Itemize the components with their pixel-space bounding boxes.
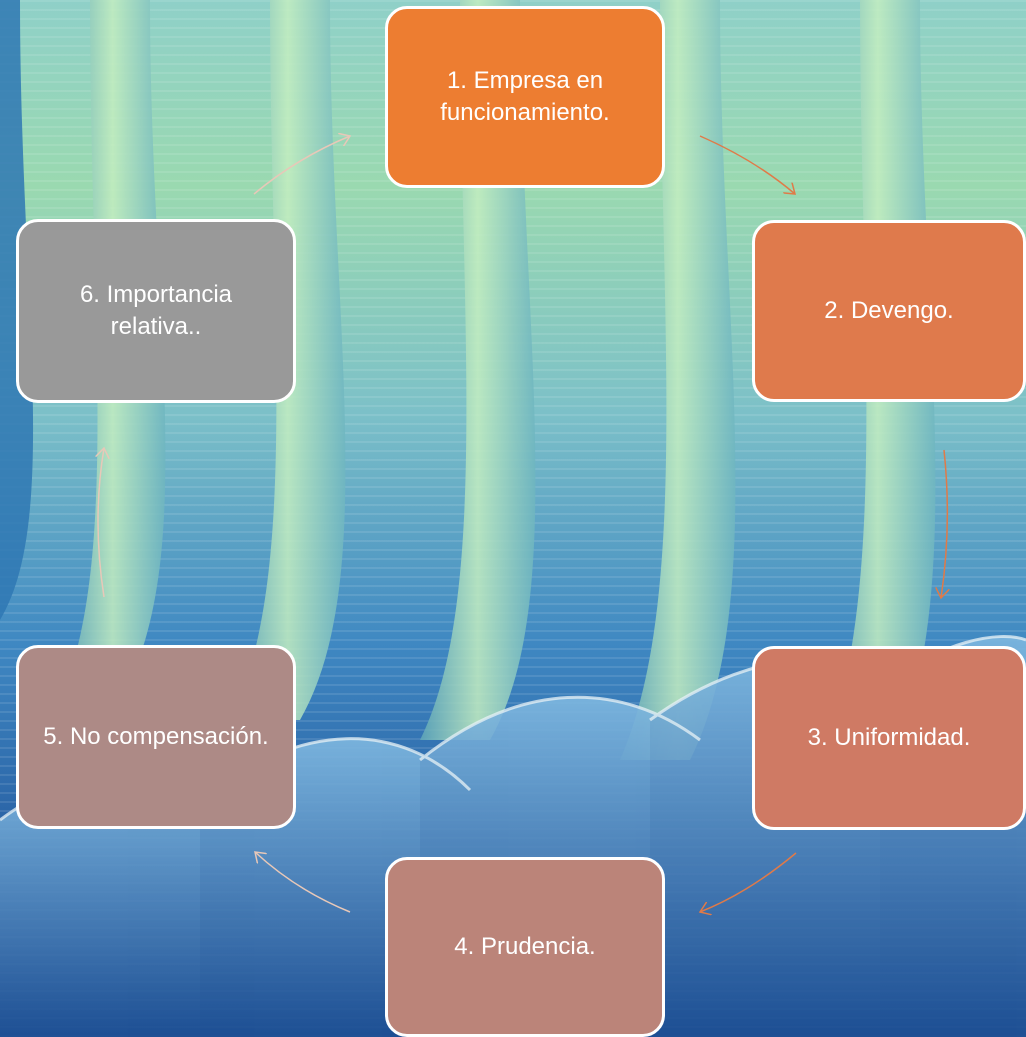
cycle-node-prudencia: 4. Prudencia. xyxy=(385,857,665,1037)
node-label: 1. Empresa en funcionamiento. xyxy=(440,67,610,126)
cycle-node-importancia-relativa: 6. Importancia relativa.. xyxy=(16,219,296,403)
node-label: 3. Uniformidad. xyxy=(807,724,971,751)
node-label: 5. No compensación. xyxy=(43,723,269,750)
cycle-node-uniformidad: 3. Uniformidad. xyxy=(752,646,1026,830)
node-label: 2. Devengo. xyxy=(824,297,954,324)
cycle-node-no-compensacion: 5. No compensación. xyxy=(16,645,296,829)
cycle-node-empresa-en-funcionamiento: 1. Empresa en funcionamiento. xyxy=(385,6,665,188)
node-label: 6. Importancia relativa.. xyxy=(79,281,233,340)
node-label: 4. Prudencia. xyxy=(454,933,596,960)
cycle-node-devengo: 2. Devengo. xyxy=(752,220,1026,402)
